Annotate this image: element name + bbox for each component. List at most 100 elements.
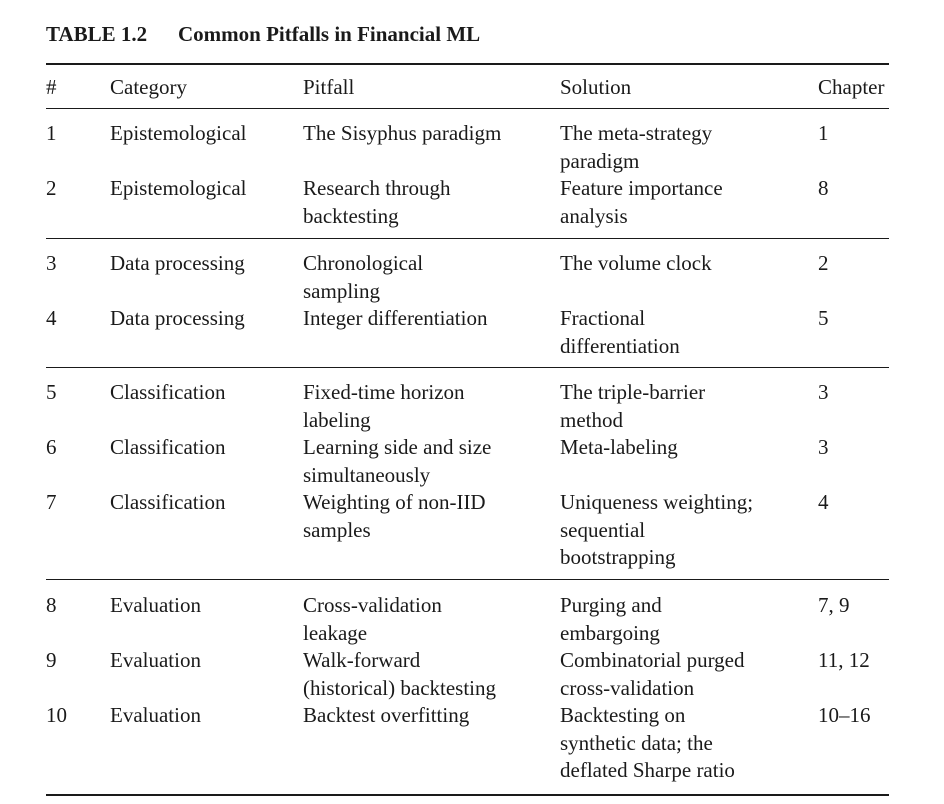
- row-chapter: 11, 12: [818, 648, 870, 672]
- row-pitfall-line: Integer differentiation: [303, 306, 488, 330]
- row-pitfall: Learning side and size simultaneously: [303, 434, 491, 489]
- row-pitfall: Research through backtesting: [303, 175, 451, 230]
- row-pitfall: Chronological sampling: [303, 250, 423, 305]
- row-number: 2: [46, 176, 57, 200]
- row-solution: Purging and embargoing: [560, 592, 662, 647]
- row-solution: Fractional differentiation: [560, 305, 680, 360]
- row-solution-line: analysis: [560, 203, 628, 228]
- row-solution-line: paradigm: [560, 148, 640, 173]
- group-rule: [46, 238, 889, 239]
- row-solution-line: The meta-strategy: [560, 121, 713, 145]
- row-category: Epistemological: [110, 121, 247, 145]
- header-solution: Solution: [560, 75, 632, 99]
- row-pitfall-line: simultaneously: [303, 462, 431, 487]
- row-number: 10: [46, 703, 67, 727]
- row-solution-line: bootstrapping: [560, 545, 676, 569]
- row-pitfall-line: leakage: [303, 620, 368, 645]
- row-pitfall-line: Learning side and size: [303, 435, 492, 459]
- row-pitfall-line: Chronological: [303, 251, 424, 275]
- row-category: Epistemological: [110, 176, 247, 200]
- header-number: #: [46, 75, 57, 99]
- row-solution: The volume clock: [560, 250, 712, 278]
- row-solution-line: synthetic data; the: [560, 730, 713, 755]
- row-solution-line: method: [560, 407, 623, 432]
- row-pitfall: Cross-validation leakage: [303, 592, 442, 647]
- row-chapter: 5: [818, 306, 829, 330]
- row-number: 7: [46, 490, 57, 514]
- row-pitfall-line: Research through: [303, 176, 451, 200]
- row-pitfall-line: Cross-validation: [303, 593, 442, 617]
- row-number: 3: [46, 251, 57, 275]
- row-solution-line: differentiation: [560, 333, 680, 358]
- row-solution-line: Combinatorial purged: [560, 648, 745, 672]
- row-number: 4: [46, 306, 57, 330]
- row-pitfall-line: labeling: [303, 407, 371, 432]
- row-number: 5: [46, 380, 57, 404]
- row-solution-line: Backtesting on: [560, 703, 686, 727]
- row-pitfall: Walk-forward (historical) backtesting: [303, 647, 496, 702]
- row-pitfall-line: (historical) backtesting: [303, 675, 497, 700]
- row-pitfall-line: Fixed-time horizon: [303, 380, 465, 404]
- row-solution: Uniqueness weighting; sequential bootstrap…: [560, 489, 753, 572]
- row-number: 9: [46, 648, 57, 672]
- row-number: 1: [46, 121, 57, 145]
- row-category: Data processing: [110, 306, 245, 330]
- bottom-rule: [46, 794, 889, 796]
- row-pitfall: Integer differentiation: [303, 305, 487, 333]
- row-solution-line: Purging and: [560, 593, 662, 617]
- row-chapter: 3: [818, 380, 829, 404]
- row-pitfall: Fixed-time horizon labeling: [303, 379, 465, 434]
- row-solution-line: The triple-barrier: [560, 380, 706, 404]
- row-category: Evaluation: [110, 703, 201, 727]
- row-category: Classification: [110, 490, 226, 514]
- table-caption: TABLE 1.2 Common Pitfalls in Financial ML: [46, 22, 480, 47]
- row-chapter: 7, 9: [818, 593, 850, 617]
- group-rule: [46, 367, 889, 368]
- row-solution: The meta-strategy paradigm: [560, 120, 712, 175]
- row-solution-line: Feature importance: [560, 176, 723, 200]
- row-category: Evaluation: [110, 648, 201, 672]
- row-number: 6: [46, 435, 57, 459]
- row-pitfall-line: backtesting: [303, 203, 399, 228]
- row-solution-line: Fractional: [560, 306, 646, 330]
- row-solution-line: The volume clock: [560, 251, 712, 275]
- row-solution: The triple-barrier method: [560, 379, 705, 434]
- header-category: Category: [110, 75, 187, 99]
- row-chapter: 2: [818, 251, 829, 275]
- row-pitfall-line: Walk-forward: [303, 648, 421, 672]
- row-category: Evaluation: [110, 593, 201, 617]
- row-category: Classification: [110, 380, 226, 404]
- row-chapter: 10–16: [818, 703, 871, 727]
- row-solution: Feature importance analysis: [560, 175, 723, 230]
- header-pitfall: Pitfall: [303, 75, 355, 99]
- row-solution-line: Uniqueness weighting;: [560, 490, 754, 514]
- row-pitfall-line: The Sisyphus paradigm: [303, 121, 502, 145]
- row-chapter: 1: [818, 121, 829, 145]
- table-label: TABLE 1.2: [46, 22, 148, 46]
- table-title: Common Pitfalls in Financial ML: [178, 22, 481, 46]
- group-rule: [46, 579, 889, 580]
- row-pitfall: The Sisyphus paradigm: [303, 120, 501, 148]
- row-solution: Combinatorial purged cross-validation: [560, 647, 745, 702]
- header-rule: [46, 108, 889, 109]
- row-chapter: 4: [818, 490, 829, 514]
- row-pitfall-line: sampling: [303, 278, 380, 303]
- header-chapter: Chapter: [818, 75, 885, 99]
- top-rule: [46, 63, 889, 65]
- row-pitfall-line: samples: [303, 517, 371, 542]
- row-solution-line: deflated Sharpe ratio: [560, 758, 735, 782]
- row-chapter: 8: [818, 176, 829, 200]
- row-pitfall-line: Weighting of non-IID: [303, 490, 486, 514]
- row-solution-line: cross-validation: [560, 675, 695, 700]
- row-solution-line: embargoing: [560, 620, 660, 645]
- row-solution: Backtesting on synthetic data; the deflate…: [560, 702, 735, 785]
- row-number: 8: [46, 593, 57, 617]
- row-chapter: 3: [818, 435, 829, 459]
- row-pitfall: Backtest overfitting: [303, 702, 469, 730]
- row-solution-line: sequential: [560, 517, 646, 542]
- row-solution-line: Meta-labeling: [560, 435, 678, 459]
- row-pitfall-line: Backtest overfitting: [303, 703, 470, 727]
- row-pitfall: Weighting of non-IID samples: [303, 489, 486, 544]
- row-solution: Meta-labeling: [560, 434, 678, 462]
- row-category: Data processing: [110, 251, 245, 275]
